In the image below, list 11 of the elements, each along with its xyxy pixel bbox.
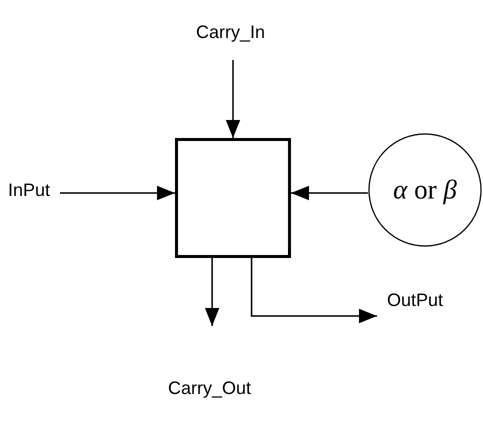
arrow: [60, 186, 175, 200]
arrow: [204, 258, 220, 326]
arrow: [226, 60, 240, 138]
block-box: [175, 138, 291, 258]
arrow: [291, 186, 368, 200]
signal-label: Carry_Out: [168, 378, 252, 399]
parameter-label: α or β: [393, 174, 457, 206]
signal-label: Carry_In: [196, 22, 266, 43]
signal-label: OutPut: [387, 290, 444, 311]
arrow: [250, 258, 377, 324]
signal-label: InPut: [8, 180, 50, 201]
